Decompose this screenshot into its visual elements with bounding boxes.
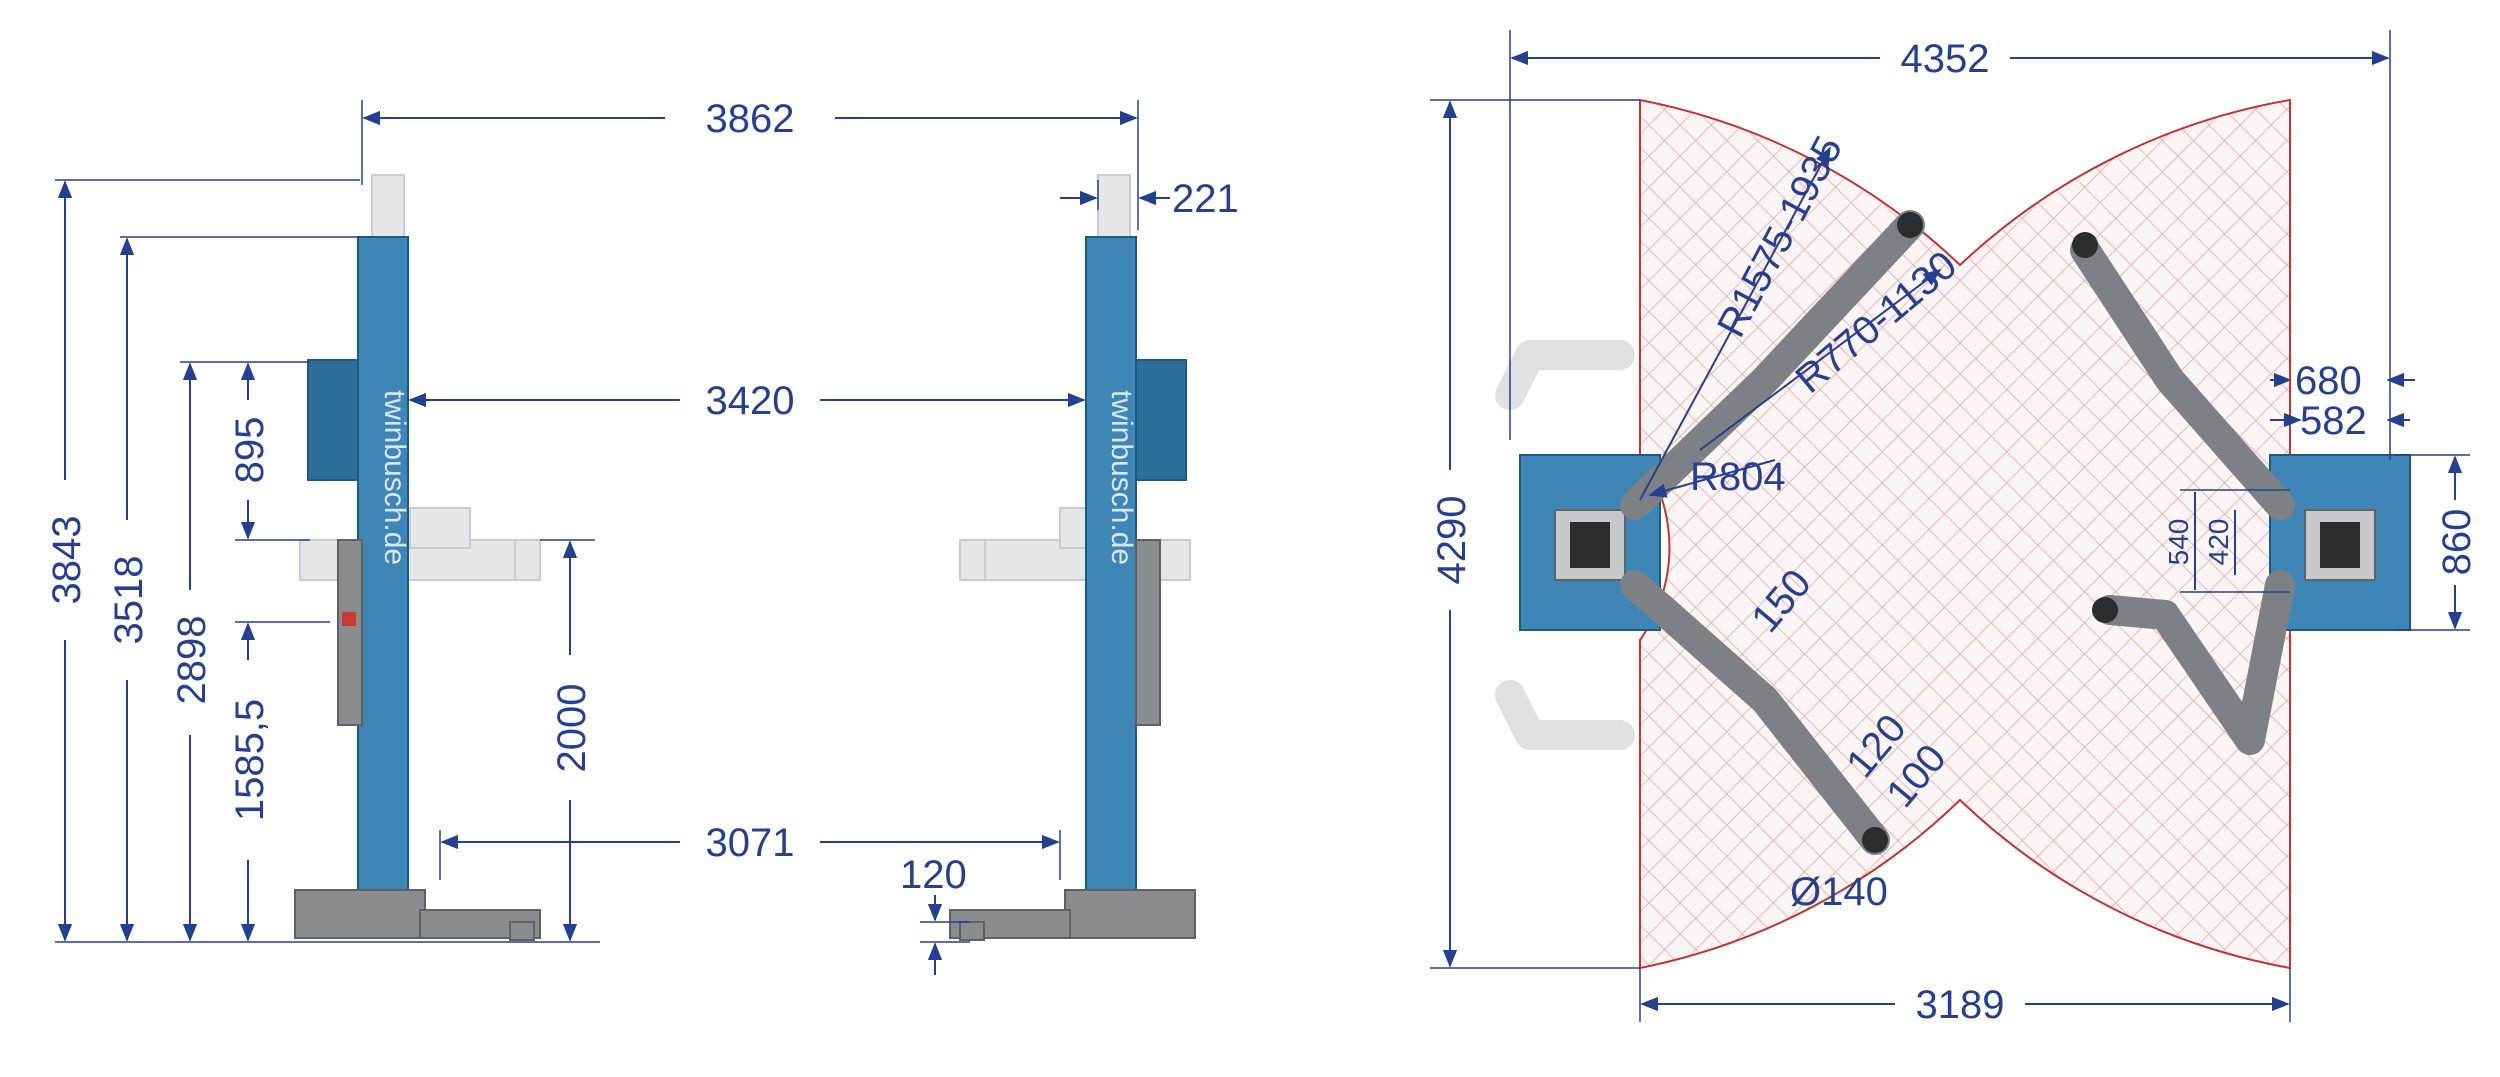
lift-pad-icon xyxy=(1862,827,1888,853)
ghost-arms-top xyxy=(1495,340,1635,750)
dim-total-height: 3843 xyxy=(45,516,89,605)
dim-pivot-radius: R804 xyxy=(1690,455,1786,499)
dim-carriage-depth: 540 xyxy=(2163,519,2194,566)
dim-carriage-height: 2898 xyxy=(170,616,214,705)
right-column: twinbusch.de xyxy=(949,174,1196,941)
dim-column-depth: 582 xyxy=(2300,399,2367,443)
dim-overall-depth: 4290 xyxy=(1430,496,1474,585)
ghost-arms-side xyxy=(299,507,1191,581)
dim-base-inner-width: 3071 xyxy=(706,821,795,865)
dim-column-height: 3518 xyxy=(107,556,151,645)
dim-outer-width: 3862 xyxy=(706,97,795,141)
dim-inner-width: 3420 xyxy=(706,379,795,423)
brand-label-left: twinbusch.de xyxy=(378,390,411,565)
dim-base-plate-depth: 860 xyxy=(2435,509,2479,576)
dim-carriage-length: 895 xyxy=(228,417,272,484)
lift-arms xyxy=(1620,210,2295,855)
lift-pad-icon xyxy=(2072,232,2098,258)
dim-base-width: 3189 xyxy=(1916,983,2005,1027)
brand-label-right: twinbusch.de xyxy=(1105,390,1138,565)
right-base-plate xyxy=(2269,454,2411,631)
lift-pad-icon xyxy=(2092,597,2118,623)
lift-pad-icon xyxy=(1897,212,1923,238)
dim-control-height: 1585,5 xyxy=(228,699,272,821)
dim-pad-min-height: 120 xyxy=(900,853,967,897)
dim-column-offset: 680 xyxy=(2295,359,2362,403)
dim-overall-width: 4352 xyxy=(1901,37,1990,81)
side-view: twinbusch.de twinbusch.de 3862 221 xyxy=(45,97,1239,975)
top-view: 4352 4290 3189 R1575-1935 R770-1130 R804… xyxy=(1430,30,2479,1027)
emergency-stop-icon[interactable] xyxy=(342,612,356,626)
side-dimensions: 3862 221 3420 3071 xyxy=(45,97,1239,975)
dim-pad-diameter: Ø140 xyxy=(1790,870,1888,914)
dim-column-top-width: 221 xyxy=(1172,177,1239,221)
dim-lift-height: 2000 xyxy=(550,684,594,773)
dim-carriage-inner: 420 xyxy=(2203,519,2234,566)
left-column: twinbusch.de xyxy=(294,174,541,941)
